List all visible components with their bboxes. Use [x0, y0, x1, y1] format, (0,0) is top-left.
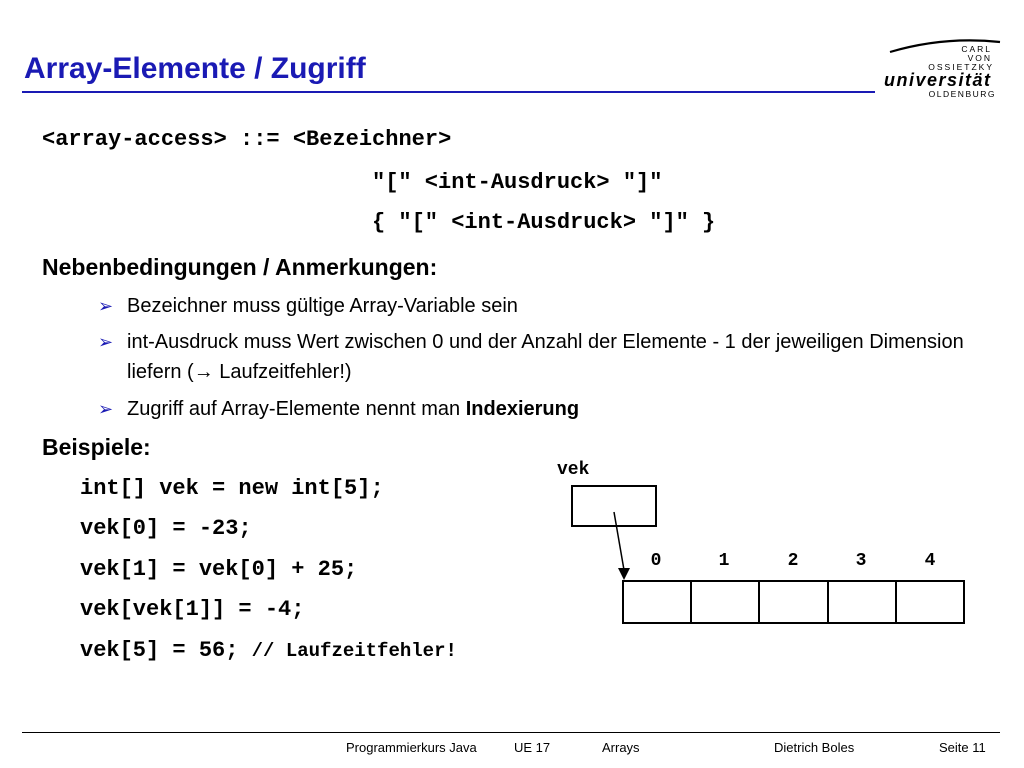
array-index-label: 4	[924, 551, 936, 571]
code-line: vek[vek[1]] = -4;	[80, 597, 305, 622]
code-line: vek[5] = 56; // Laufzeitfehler!	[80, 638, 457, 663]
bullet-item: ➢ int-Ausdruck muss Wert zwischen 0 und …	[98, 327, 978, 389]
footer-page: Seite 11	[939, 740, 986, 755]
bullet-item: ➢ Bezeichner muss gültige Array-Variable…	[98, 291, 978, 323]
examples-heading: Beispiele:	[42, 434, 151, 460]
logo-city: OLDENBURG	[929, 89, 996, 99]
grammar-line-3: { "[" <int-Ausdruck> "]" }	[372, 210, 716, 235]
array-cells	[622, 580, 965, 624]
logo-name: universität	[884, 70, 992, 90]
code-line: vek[0] = -23;	[80, 516, 252, 541]
arrow-bullet-icon: ➢	[98, 296, 114, 316]
array-index-label: 2	[787, 551, 799, 571]
footer-unit: UE 17	[514, 740, 551, 755]
code-comment: // Laufzeitfehler!	[251, 640, 457, 662]
variable-label: vek	[557, 460, 590, 480]
footer-rule	[22, 732, 1000, 733]
footer-topic: Arrays	[602, 740, 640, 755]
code-text: vek[5] = 56;	[80, 638, 252, 663]
title-underline	[22, 91, 875, 93]
array-cell	[692, 582, 761, 622]
bullet-text-plain: Zugriff auf Array-Elemente nennt man	[127, 398, 466, 420]
bullet-text: Zugriff auf Array-Elemente nennt man Ind…	[127, 394, 579, 424]
bullet-text: int-Ausdruck muss Wert zwischen 0 und de…	[127, 331, 964, 383]
logo-line2: VON	[968, 53, 992, 63]
logo-swoosh	[889, 39, 1001, 54]
footer-author: Dietrich Boles	[774, 740, 855, 755]
array-index-label: 1	[718, 551, 730, 571]
array-cell	[760, 582, 829, 622]
array-cell	[897, 582, 963, 622]
array-index-label: 0	[650, 551, 662, 571]
logo-line3: OSSIETZKY	[928, 62, 994, 72]
arrow-bullet-icon: ➢	[98, 332, 114, 352]
variable-box	[571, 485, 657, 527]
logo-line1: CARL	[961, 44, 992, 54]
code-line: int[] vek = new int[5];	[80, 476, 384, 501]
bullet-item: ➢ Zugriff auf Array-Elemente nennt man I…	[98, 394, 978, 426]
array-cell	[624, 582, 693, 622]
array-cell	[829, 582, 897, 622]
array-index-label: 3	[855, 551, 867, 571]
code-line: vek[1] = vek[0] + 25;	[80, 557, 358, 582]
arrow-bullet-icon: ➢	[98, 399, 114, 419]
university-logo: CARL VON OSSIETZKY universität OLDENBURG	[884, 39, 1001, 99]
bullet-text-bold: Indexierung	[465, 398, 580, 420]
grammar-line-1: <array-access> ::= <Bezeichner>	[42, 127, 452, 152]
grammar-line-2: "[" <int-Ausdruck> "]"	[372, 170, 663, 195]
notes-heading: Nebenbedingungen / Anmerkungen:	[42, 254, 438, 280]
bullet-text: Bezeichner muss gültige Array-Variable s…	[127, 295, 518, 317]
slide-title: Array-Elemente / Zugriff	[24, 52, 366, 85]
footer-course: Programmierkurs Java	[346, 740, 477, 755]
